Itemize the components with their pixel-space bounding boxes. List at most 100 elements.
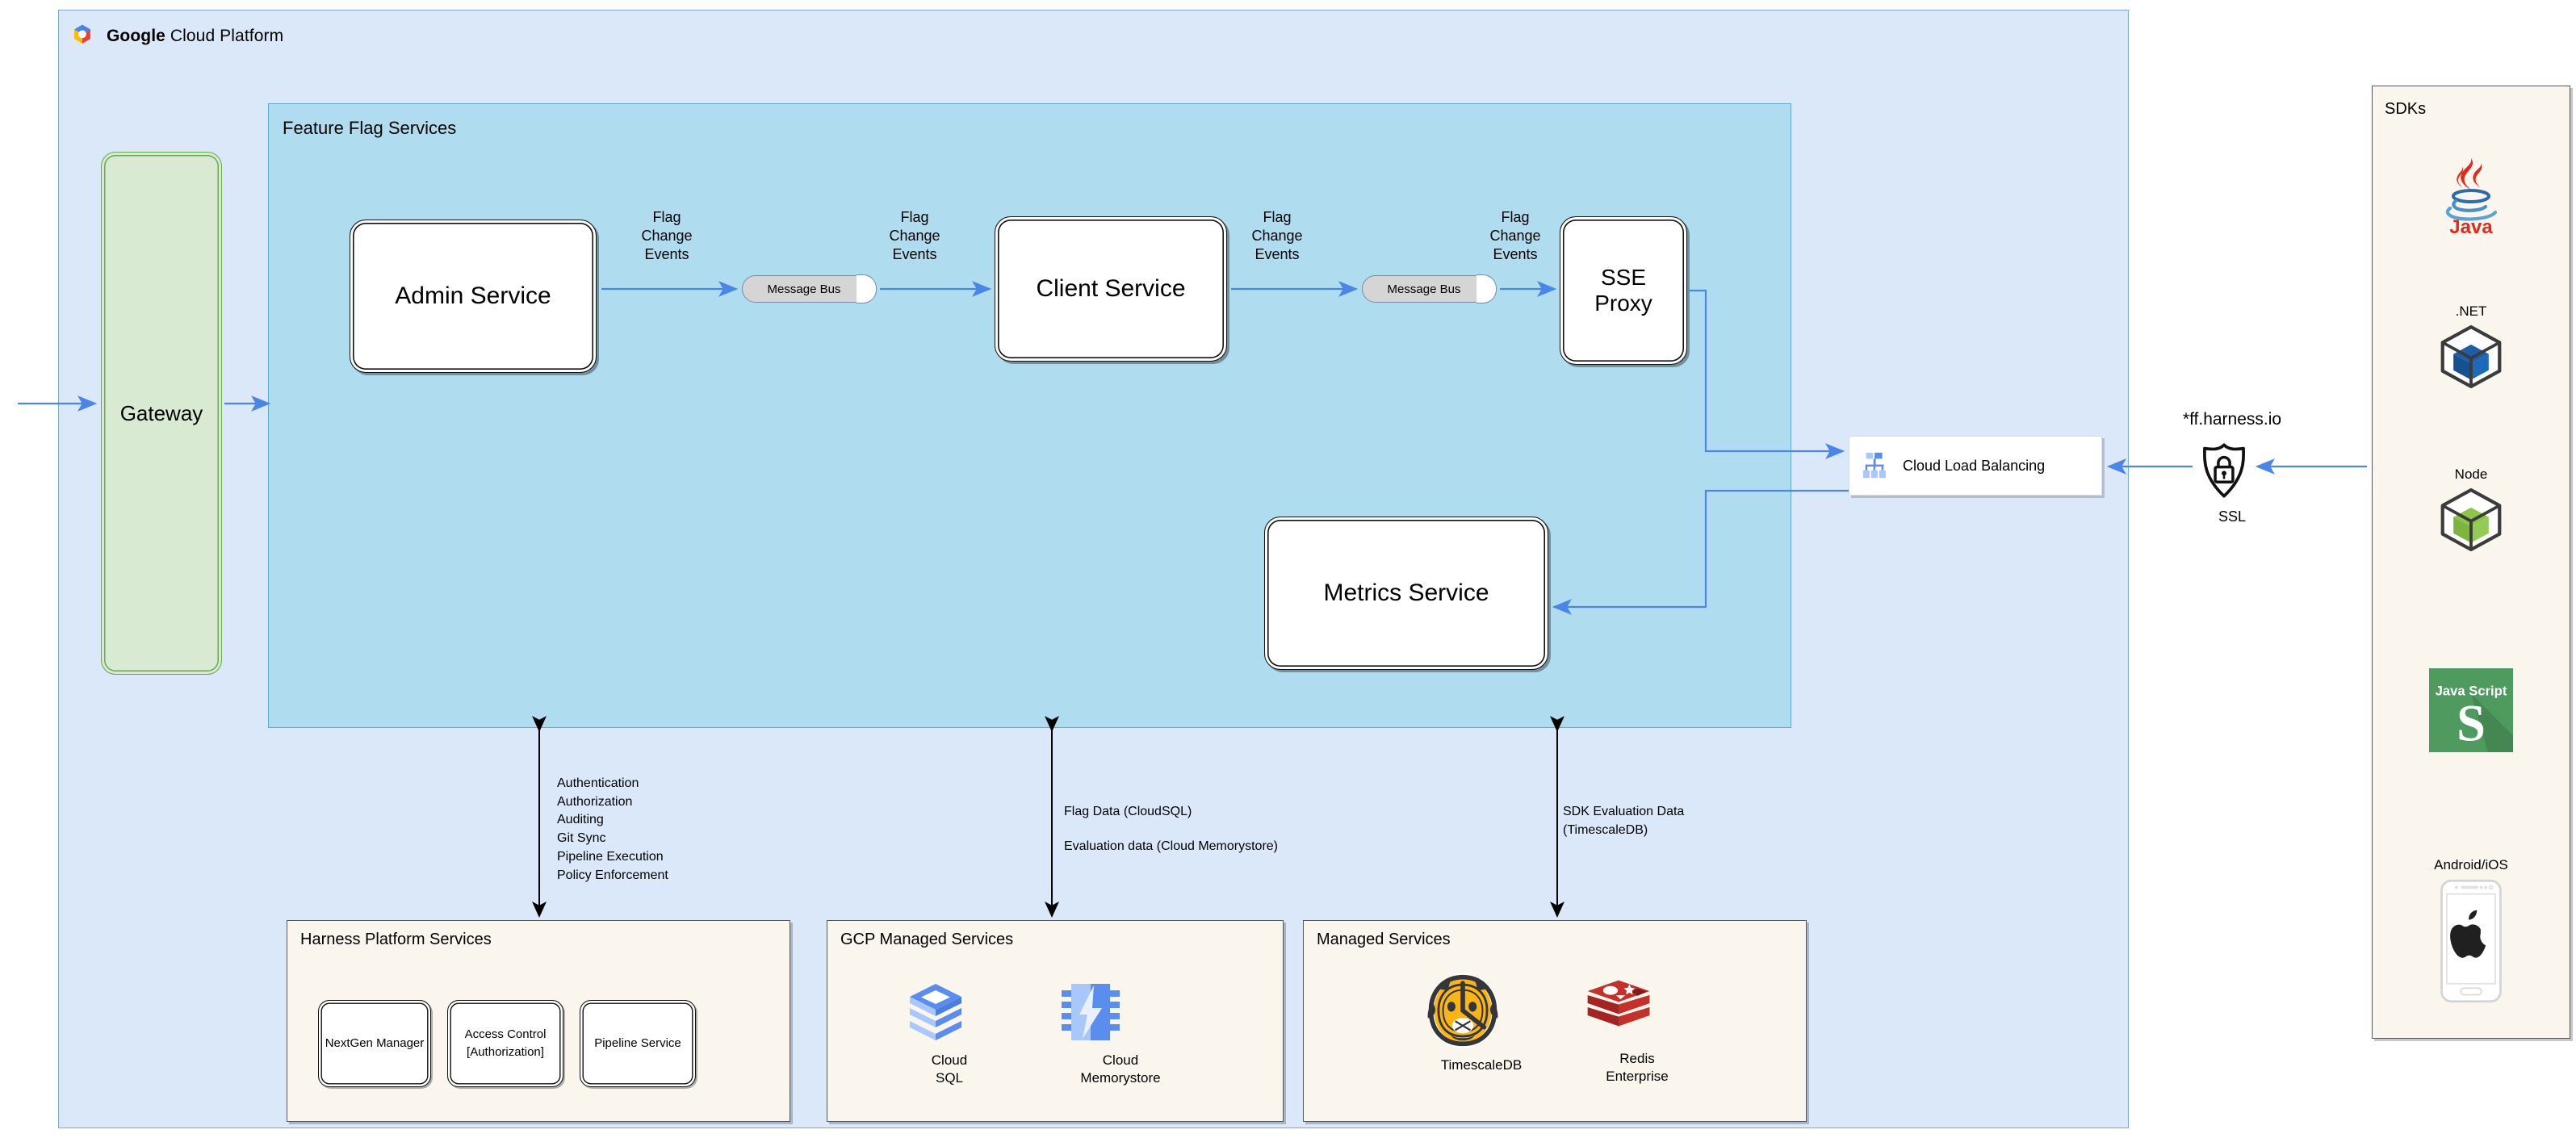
fce-line2: Change [1251, 228, 1303, 245]
flag-change-events-label-4: Flag Change Events [1463, 208, 1568, 264]
cloud-sql-line2: SQL [935, 1069, 964, 1086]
harness-platform-services-title: Harness Platform Services [300, 931, 492, 948]
redis-item[interactable]: Redis Enterprise [1585, 979, 1690, 1086]
cloud-memorystore-caption: Cloud Memorystore [1060, 1052, 1181, 1087]
access-control-label-line1: Access Control [464, 1027, 547, 1041]
annot-authz: Authorization [557, 794, 633, 809]
cloud-memorystore-line2: Memorystore [1080, 1069, 1161, 1086]
ssl-label: SSL [2218, 508, 2247, 525]
google-cloud-logo-icon [74, 24, 90, 44]
dotnet-sdk-label: .NET [2455, 303, 2487, 319]
data-flow-annotation: Flag Data (CloudSQL) Evaluation data (Cl… [1064, 803, 1278, 856]
annot-policy: Policy Enforcement [557, 868, 668, 882]
flag-change-events-label-2: Flag Change Events [862, 208, 967, 264]
pipeline-service-label: Pipeline Service [594, 1035, 681, 1050]
mobile-apple-icon [2440, 879, 2502, 1003]
fce-line2: Change [1489, 228, 1541, 245]
dotnet-sdk-item[interactable]: .NET [2372, 303, 2570, 391]
fce-line3: Events [1493, 246, 1538, 263]
annot-flag-data: Flag Data (CloudSQL) [1064, 805, 1192, 818]
fce-line3: Events [1254, 246, 1300, 263]
access-control-node[interactable]: Access Control [Authorization] [447, 1000, 563, 1087]
cloud-load-balancing-node[interactable]: Cloud Load Balancing [1849, 436, 2102, 496]
annot-eval-data: Evaluation data (Cloud Memorystore) [1064, 839, 1279, 853]
fce-line2: Change [889, 228, 940, 245]
client-service-label: Client Service [1036, 275, 1186, 302]
annot-auth: Authentication [557, 776, 639, 790]
dotnet-cube-icon [2440, 324, 2502, 389]
harness-platform-services-panel: Harness Platform Services NextGen Manage… [287, 920, 790, 1122]
redis-caption: Redis Enterprise [1585, 1050, 1690, 1086]
fce-line2: Change [641, 228, 693, 245]
ff-domain-label: *ff.harness.io [2182, 410, 2282, 429]
nextgen-manager-node[interactable]: NextGen Manager [318, 1000, 431, 1087]
cloud-sql-item[interactable]: Cloud SQL [905, 979, 994, 1087]
node-sdk-item[interactable]: Node [2372, 466, 2570, 554]
platform-capabilities-annotation: Authentication Authorization Auditing Gi… [557, 775, 668, 885]
flag-change-events-label-1: Flag Change Events [614, 208, 719, 264]
fce-line3: Events [892, 246, 937, 263]
message-bus-label-1: Message Bus [767, 282, 841, 296]
cloud-memorystore-line1: Cloud [1102, 1052, 1139, 1068]
java-sdk-item[interactable]: Java [2372, 155, 2570, 238]
fce-line1: Flag [900, 209, 929, 225]
fce-line3: Events [644, 246, 689, 263]
annot-sdk-eval: SDK Evaluation Data [1563, 805, 1685, 818]
annot-timescale: (TimescaleDB) [1563, 822, 1648, 837]
java-logo-icon: Java [2445, 158, 2498, 238]
annot-gitsync: Git Sync [557, 831, 606, 846]
metrics-service-node[interactable]: Metrics Service [1264, 517, 1548, 670]
cloud-sql-line1: Cloud [931, 1052, 968, 1068]
redis-icon [1587, 980, 1650, 1027]
sse-proxy-label-line2: Proxy [1594, 291, 1652, 316]
metrics-service-label: Metrics Service [1323, 579, 1489, 606]
sdks-title: SDKs [2385, 100, 2427, 118]
flag-change-events-label-3: Flag Change Events [1225, 208, 1330, 264]
gcp-managed-services-panel: GCP Managed Services Cloud SQL [827, 920, 1284, 1122]
pipeline-service-node[interactable]: Pipeline Service [580, 1000, 696, 1087]
gcp-header: Google Cloud Platform [68, 21, 407, 52]
cloud-memorystore-item[interactable]: Cloud Memorystore [1060, 979, 1181, 1087]
annot-auditing: Auditing [557, 813, 604, 827]
svg-text:S: S [2457, 694, 2486, 751]
gateway-node[interactable]: Gateway [101, 152, 222, 675]
redis-line2: Enterprise [1606, 1068, 1669, 1084]
access-control-label-line2: [Authorization] [467, 1045, 544, 1059]
managed-services-panel: Managed Services TimescaleDB [1303, 920, 1807, 1122]
mobile-sdk-item[interactable]: Android/iOS [2372, 857, 2570, 1006]
fce-line1: Flag [1501, 209, 1530, 225]
node-sdk-label: Node [2454, 466, 2488, 482]
metrics-flow-annotation: SDK Evaluation Data (TimescaleDB) [1563, 803, 1684, 839]
svg-text:Java Script: Java Script [2436, 683, 2507, 698]
client-service-node[interactable]: Client Service [995, 216, 1227, 362]
feature-flag-services-title: Feature Flag Services [283, 118, 457, 138]
message-bus-label-2: Message Bus [1387, 282, 1461, 296]
message-bus-node-1[interactable]: Message Bus [742, 274, 877, 304]
fce-line1: Flag [652, 209, 681, 225]
nextgen-manager-label: NextGen Manager [325, 1035, 425, 1050]
admin-service-node[interactable]: Admin Service [350, 220, 597, 373]
javascript-sdk-item[interactable]: Java Script S [2372, 668, 2570, 752]
gcp-title-bold: Google [107, 27, 165, 45]
feature-flag-services-panel [268, 103, 1791, 728]
gateway-label: Gateway [119, 400, 203, 425]
redis-line1: Redis [1619, 1051, 1655, 1066]
message-bus-node-2[interactable]: Message Bus [1362, 274, 1497, 304]
managed-services-title: Managed Services [1317, 931, 1451, 948]
sse-proxy-label-line1: SSE [1600, 264, 1646, 290]
timescaledb-caption: TimescaleDB [1440, 1057, 1523, 1073]
svg-text:Java: Java [2449, 216, 2493, 238]
timescaledb-item[interactable]: TimescaleDB [1425, 971, 1538, 1074]
gcp-managed-services-title: GCP Managed Services [840, 931, 1014, 948]
cloud-memorystore-icon [1062, 984, 1120, 1040]
node-cube-icon [2440, 487, 2502, 552]
sse-proxy-node[interactable]: SSE Proxy [1560, 216, 1687, 365]
javascript-logo-icon: Java Script S [2429, 668, 2513, 752]
ssl-shield-lock-icon [2203, 443, 2245, 498]
timescaledb-tiger-icon [1427, 973, 1498, 1048]
cloud-sql-icon [910, 984, 961, 1040]
sse-proxy-label: SSE Proxy [1594, 265, 1652, 317]
cloud-load-balancing-label: Cloud Load Balancing [1903, 457, 2046, 474]
annot-pipeline: Pipeline Execution [557, 849, 664, 864]
cloud-sql-caption: Cloud SQL [905, 1052, 994, 1087]
